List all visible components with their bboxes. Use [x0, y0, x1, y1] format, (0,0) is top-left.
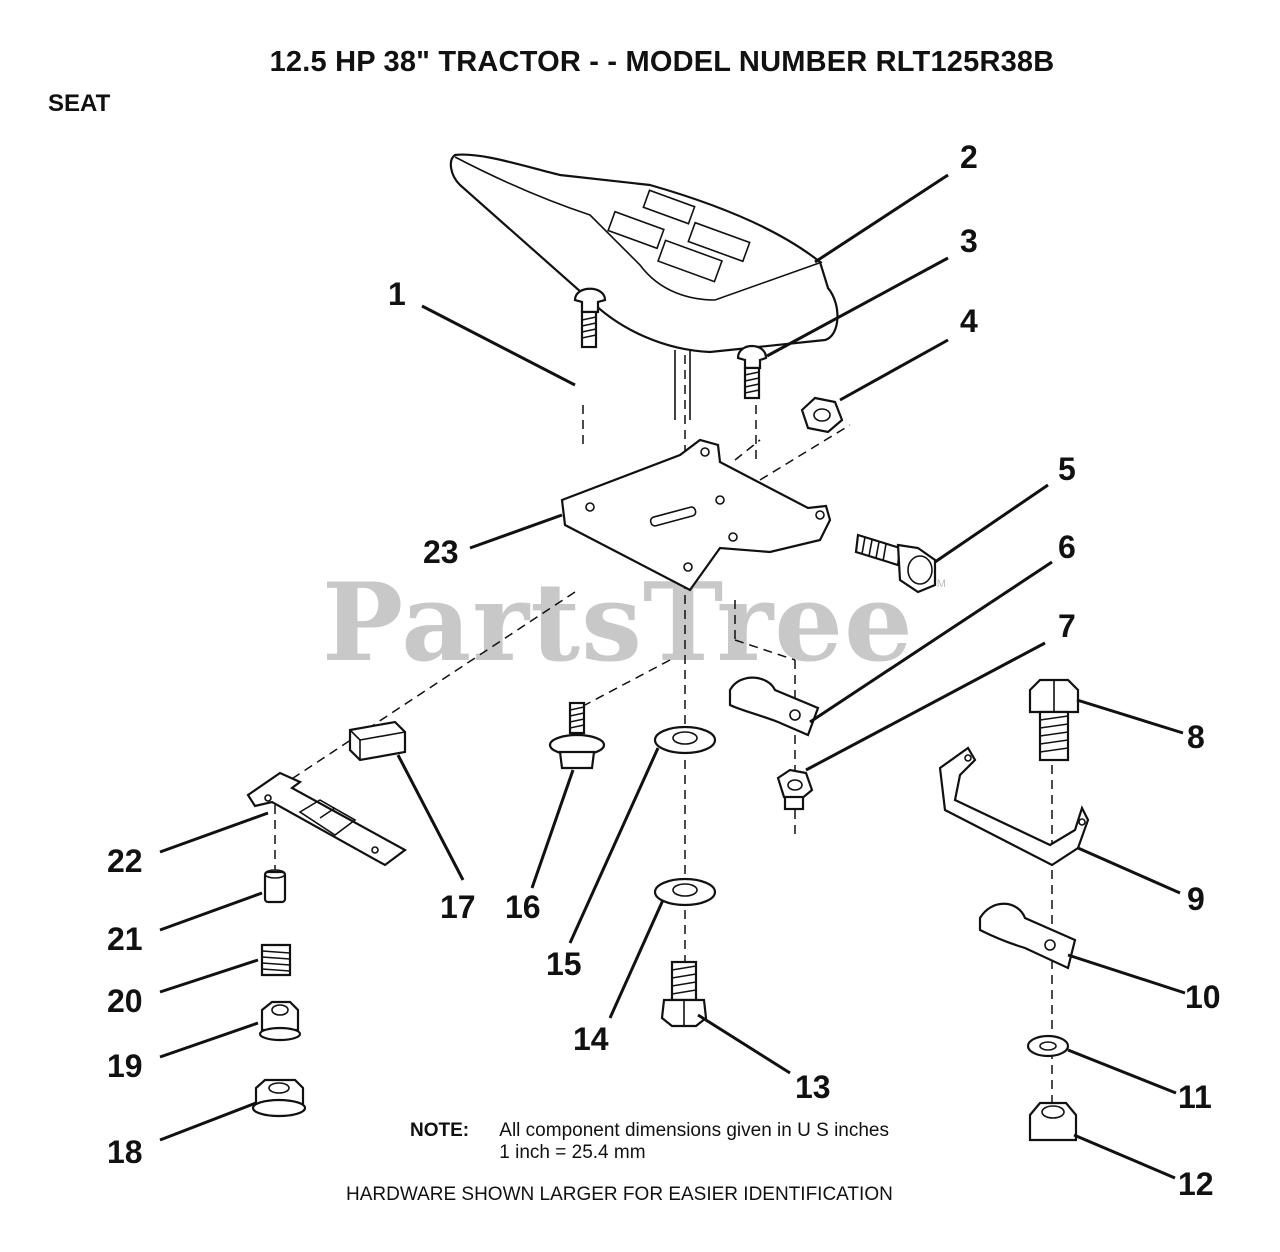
callout-19: 19 — [107, 1048, 143, 1084]
spacer-block-part-17 — [348, 720, 407, 762]
lock-washer-part-14 — [653, 877, 717, 907]
callout-9: 9 — [1187, 881, 1205, 917]
latch-plate-part-22 — [246, 771, 408, 867]
spring-part-20 — [260, 943, 292, 977]
callout-numbers: 1 2 3 4 5 6 7 8 9 10 11 12 13 14 15 16 1… — [107, 139, 1221, 1202]
shoulder-bolt-part — [854, 533, 937, 594]
nut-part-19 — [258, 1000, 302, 1042]
callout-23: 23 — [423, 534, 459, 570]
callout-7: 7 — [1058, 608, 1076, 644]
callout-18: 18 — [107, 1134, 143, 1170]
callout-12: 12 — [1178, 1166, 1214, 1202]
callout-20: 20 — [107, 983, 143, 1019]
carriage-bolt-part — [573, 287, 607, 349]
washer-part-11 — [1026, 1034, 1070, 1058]
watermark: PartsTree — [322, 560, 914, 686]
hex-bolt-part-8 — [1028, 678, 1080, 762]
callout-6: 6 — [1058, 529, 1076, 565]
bracket-part-6 — [728, 676, 820, 737]
callout-5: 5 — [1058, 451, 1076, 487]
note-line-1: All component dimensions given in U S in… — [499, 1120, 889, 1141]
flange-nut-part-18 — [251, 1078, 307, 1118]
callout-11: 11 — [1178, 1079, 1212, 1115]
lock-nut-part-7 — [776, 768, 814, 811]
callout-4: 4 — [960, 303, 978, 339]
carriage-bolt-part-3 — [736, 344, 768, 400]
seat-pan-plate-part — [560, 438, 832, 592]
callout-15: 15 — [546, 946, 582, 982]
callout-21: 21 — [107, 921, 143, 957]
hex-nut-part — [800, 396, 844, 434]
leader-lines — [159, 173, 1186, 1180]
lock-nut-part-12 — [1028, 1101, 1078, 1142]
page-title: 12.5 HP 38" TRACTOR - - MODEL NUMBER RLT… — [269, 46, 1055, 78]
callout-14: 14 — [573, 1021, 609, 1057]
callout-13: 13 — [795, 1069, 831, 1105]
section-label: SEAT — [48, 90, 111, 117]
assembly-lines — [274, 355, 1053, 1120]
note-label: NOTE: — [410, 1120, 470, 1141]
flat-washer-part-15 — [653, 725, 717, 755]
note-line-2: 1 inch = 25.4 mm — [499, 1142, 646, 1163]
note-block: NOTE: All component dimensions given in … — [410, 1120, 889, 1164]
flange-bolt-part-16 — [548, 701, 606, 770]
pin-part-21 — [263, 869, 287, 904]
hex-bolt-part-13 — [660, 960, 708, 1028]
seat-part — [449, 153, 839, 420]
callout-22: 22 — [107, 843, 143, 879]
bracket-part-9 — [938, 746, 1090, 867]
hardware-note: HARDWARE SHOWN LARGER FOR EASIER IDENTIF… — [346, 1184, 893, 1205]
callout-17: 17 — [440, 889, 476, 925]
callout-2: 2 — [960, 139, 978, 175]
callout-1: 1 — [388, 276, 406, 312]
callout-16: 16 — [505, 889, 541, 925]
callout-8: 8 — [1187, 719, 1205, 755]
note-text: All component dimensions given in U S in… — [499, 1120, 889, 1164]
clip-part-10 — [978, 902, 1077, 970]
callout-3: 3 — [960, 223, 978, 259]
callout-10: 10 — [1185, 979, 1221, 1015]
